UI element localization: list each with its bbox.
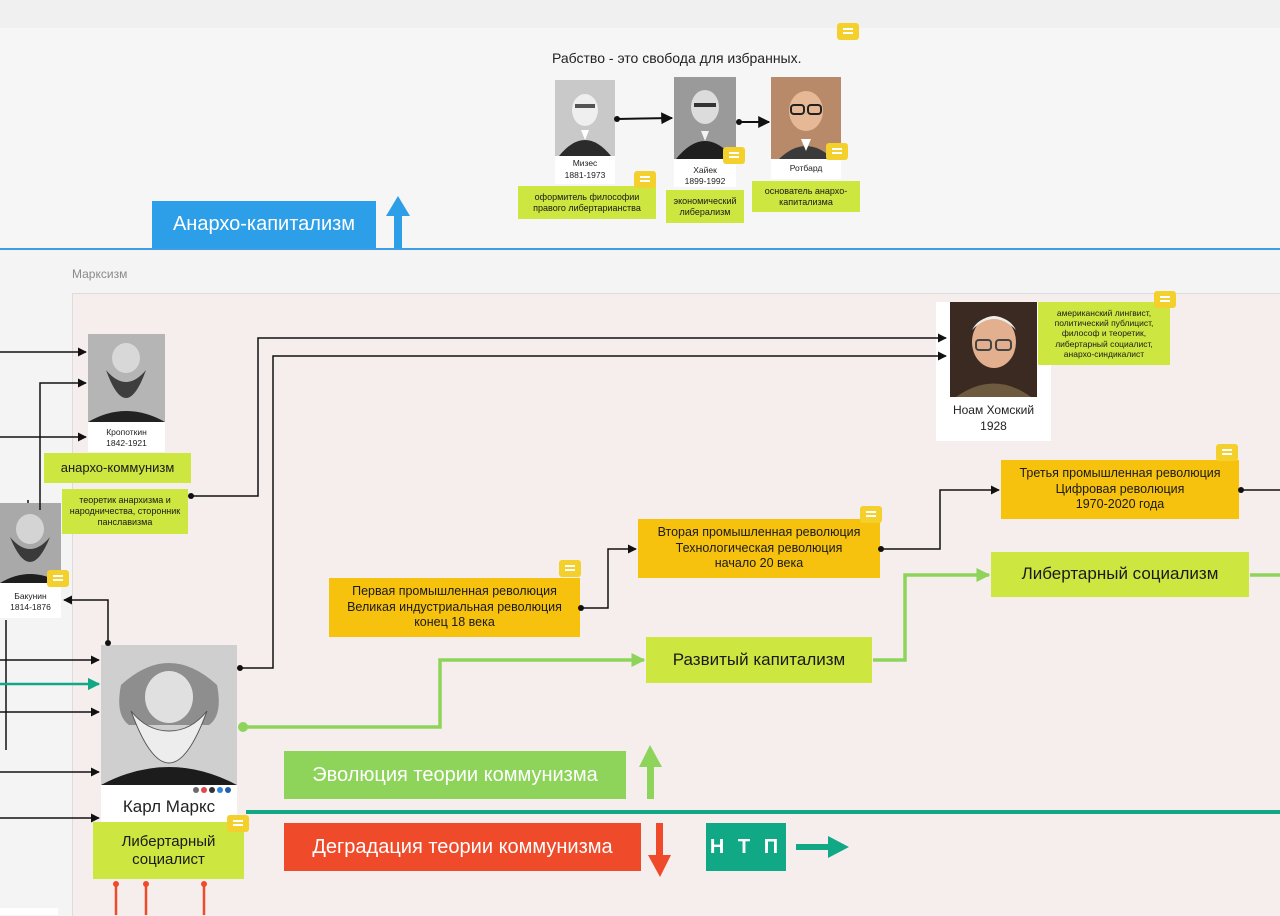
hayek-portrait (674, 77, 736, 159)
comment-icon[interactable] (1216, 444, 1238, 461)
marxism-section-label: Марксизм (72, 267, 128, 281)
status-icon (217, 787, 223, 793)
first-industrial-revolution[interactable]: Первая промышленная революция Великая ин… (329, 578, 580, 637)
chomsky-note[interactable]: американский лингвист, политический публ… (1038, 302, 1170, 365)
status-icon (209, 787, 215, 793)
partial-card (0, 908, 58, 915)
marx-card[interactable]: Карл Маркс (101, 645, 237, 823)
status-icon (225, 787, 231, 793)
comment-icon[interactable] (826, 143, 848, 160)
marx-portrait (101, 645, 237, 785)
marxism-panel[interactable] (72, 293, 1280, 916)
second-revolution-period: начало 20 века (714, 556, 804, 571)
marx-name: Карл Маркс (101, 797, 237, 817)
second-industrial-revolution[interactable]: Вторая промышленная революция Технологич… (638, 519, 880, 578)
hayek-card[interactable]: Хайек 1899-1992 (674, 77, 736, 187)
status-icon (193, 787, 199, 793)
rothbard-card[interactable]: Ротбард (771, 77, 841, 179)
canvas-top-strip (0, 0, 1280, 29)
rothbard-name: Ротбард (771, 163, 841, 173)
hayek-name: Хайек (674, 165, 736, 175)
third-revolution-subtitle: Цифровая революция (1055, 481, 1185, 496)
hayek-years: 1899-1992 (674, 176, 736, 186)
mises-note[interactable]: оформитель философии правого либертариан… (518, 186, 656, 219)
comment-icon[interactable] (723, 147, 745, 164)
libertarian-socialism-box[interactable]: Либертарный социализм (991, 552, 1249, 597)
bakunin-card[interactable]: Бакунин 1814-1876 (0, 503, 61, 618)
first-revolution-period: конец 18 века (414, 615, 495, 630)
chomsky-portrait (950, 302, 1037, 397)
bakunin-name: Бакунин (0, 591, 61, 601)
mises-card[interactable]: Мизес 1881-1973 (555, 80, 615, 184)
comment-icon[interactable] (837, 23, 859, 40)
chomsky-card[interactable]: Ноам Хомский 1928 (936, 302, 1051, 441)
kropotkin-portrait (88, 334, 165, 422)
mises-portrait (555, 80, 615, 156)
comment-icon[interactable] (227, 815, 249, 832)
comment-icon[interactable] (1154, 291, 1176, 308)
third-revolution-title: Третья промышленная революция (1019, 466, 1221, 481)
bakunin-years: 1814-1876 (0, 602, 61, 612)
first-revolution-title: Первая промышленная революция (352, 584, 557, 599)
comment-icon[interactable] (860, 506, 882, 523)
kropotkin-name: Кропоткин (88, 427, 165, 437)
anarcho-capitalism-tag[interactable]: Анархо-капитализм (152, 201, 376, 248)
kropotkin-years: 1842-1921 (88, 438, 165, 448)
mises-name: Мизес (555, 158, 615, 168)
chomsky-years: 1928 (936, 419, 1051, 433)
bakunin-portrait (0, 503, 61, 583)
degradation-legend[interactable]: Деградация теории коммунизма (284, 823, 641, 871)
comment-icon[interactable] (634, 171, 656, 188)
second-revolution-subtitle: Технологическая революция (675, 540, 843, 555)
hayek-note[interactable]: экономический либерализм (666, 190, 744, 223)
anarcho-capitalism-divider (0, 248, 1280, 250)
ntp-legend[interactable]: Н Т П (706, 823, 786, 871)
chomsky-name: Ноам Хомский (936, 403, 1051, 417)
kropotkin-card[interactable]: Кропоткин 1842-1921 (88, 334, 165, 452)
anarcho-communism-tag[interactable]: анархо-коммунизм (44, 453, 191, 483)
developed-capitalism-box[interactable]: Развитый капитализм (646, 637, 872, 683)
status-icon (201, 787, 207, 793)
comment-icon[interactable] (559, 560, 581, 577)
kropotkin-note[interactable]: теоретик анархизма и народничества, стор… (62, 489, 188, 534)
third-revolution-period: 1970-2020 года (1075, 497, 1165, 512)
third-industrial-revolution[interactable]: Третья промышленная революция Цифровая р… (1001, 460, 1239, 519)
second-revolution-title: Вторая промышленная революция (657, 525, 861, 540)
slogan-text: Рабство - это свобода для избранных. (552, 50, 802, 66)
comment-icon[interactable] (47, 570, 69, 587)
mises-years: 1881-1973 (555, 170, 615, 180)
evolution-legend[interactable]: Эволюция теории коммунизма (284, 751, 626, 799)
first-revolution-subtitle: Великая индустриальная революция (347, 599, 562, 614)
rothbard-note[interactable]: основатель анархо-капитализма (752, 181, 860, 212)
libertarian-socialist-tag[interactable]: Либертарный социалист (93, 822, 244, 879)
